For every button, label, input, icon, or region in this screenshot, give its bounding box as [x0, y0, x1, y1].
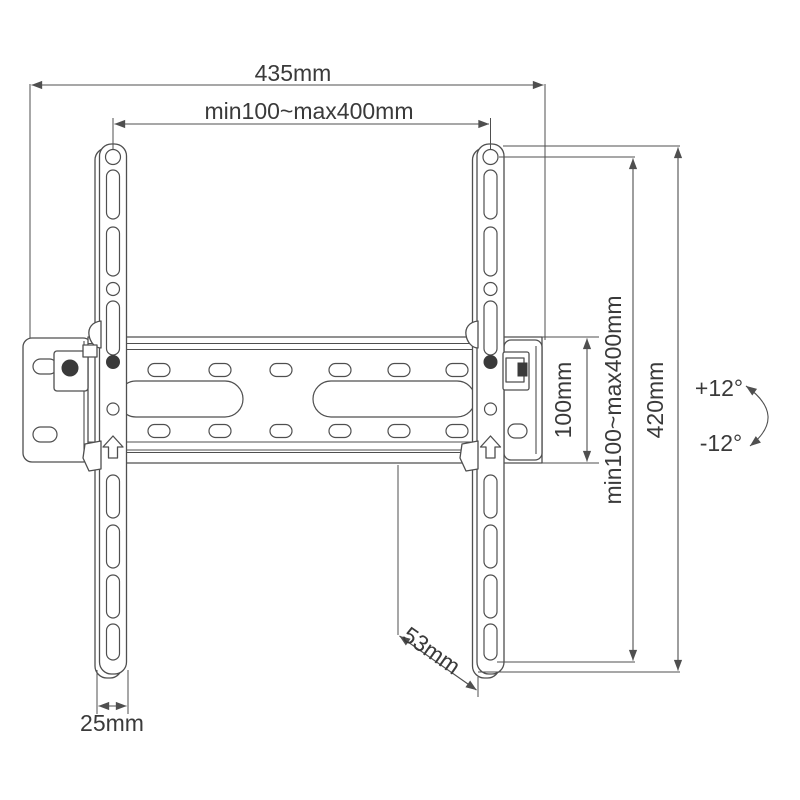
right-bracket: [459, 143, 530, 679]
up-arrow-icon: [479, 435, 502, 459]
dim-bracket-height-label: 420mm: [642, 362, 668, 439]
bracket-top-hole: [104, 148, 122, 166]
rail-slot-row-top: [147, 362, 469, 378]
bracket-top-hole: [482, 148, 499, 166]
dim-rail-height: 100mm: [540, 336, 599, 464]
tilt-annotation: +12° -12°: [695, 375, 769, 456]
lower-tab: [459, 440, 479, 472]
tilt-arc-arrow-icon: [745, 385, 769, 447]
dim-bracket-width: 25mm: [80, 670, 144, 736]
dim-depth: 53mm: [397, 465, 479, 697]
lock-knob: [61, 359, 79, 377]
fixing-screw: [106, 355, 120, 369]
dim-bracket-height: 420mm: [478, 145, 683, 673]
dim-vesa-horizontal: min100~max400mm: [112, 98, 491, 150]
top-hook: [465, 320, 479, 349]
lock-clamp-step: [82, 344, 98, 358]
rail-slot-row-bottom: [147, 423, 469, 439]
fixing-screw: [483, 355, 498, 369]
wall-plate: [22, 336, 543, 464]
top-hook: [88, 320, 102, 349]
dim-vesa-vertical: min100~max400mm: [497, 156, 638, 663]
dim-depth-label: 53mm: [398, 621, 465, 679]
left-bracket: [53, 143, 128, 679]
dim-bracket-width-label: 25mm: [80, 710, 144, 736]
lock-knob: [517, 362, 528, 377]
rail-racetrack-cutout: [312, 380, 476, 418]
up-arrow-icon: [102, 435, 124, 459]
tilt-up-label: +12°: [695, 375, 743, 401]
dim-rail-height-label: 100mm: [550, 362, 576, 439]
rail-racetrack-cutout: [117, 380, 244, 418]
end-cap-slot: [32, 426, 58, 443]
tilt-down-label: -12°: [700, 430, 742, 456]
dim-total-width-label: 435mm: [255, 60, 332, 86]
dim-total-width: 435mm: [29, 60, 546, 340]
dim-vesa-horizontal-label: min100~max400mm: [204, 98, 413, 124]
end-cap-slot: [507, 423, 528, 439]
lower-tab: [82, 440, 102, 472]
dim-vesa-vertical-label: min100~max400mm: [600, 295, 626, 504]
